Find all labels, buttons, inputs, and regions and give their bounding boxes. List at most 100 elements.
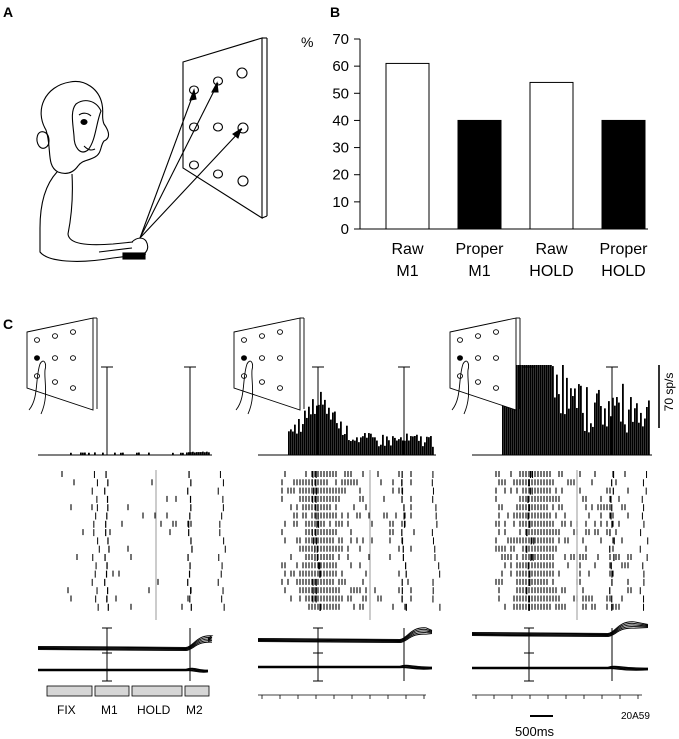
histogram-bin [338,428,340,455]
histogram-bin [508,396,510,455]
histogram-bin [554,397,556,455]
histogram-bin [576,407,578,455]
histogram-bin [312,399,314,455]
histogram-bin [102,452,104,455]
histogram-bin [568,408,570,455]
histogram-bin [636,403,638,455]
histogram-bin [290,429,292,455]
bar [457,119,502,230]
histogram-bin [382,434,384,455]
histogram-bin [616,397,618,455]
recording-columns [37,365,652,699]
histogram-bin [316,405,318,455]
spike-raster [281,471,441,611]
category-label-line2: HOLD [529,263,573,280]
histogram-bin [310,414,312,455]
histogram-bin [546,365,548,455]
trace [37,635,214,648]
histogram-bin [396,440,398,455]
histogram-bin [366,437,368,455]
y-tick-label: 40 [332,112,349,129]
histogram-bin [558,394,560,455]
recording-column [37,366,226,682]
epoch-box-fix [46,685,93,697]
histogram-bin [412,436,414,455]
histogram-bin [602,424,604,455]
y-tick-label: 50 [332,85,349,102]
histogram-bin [374,437,376,455]
time-scale-label: 500ms [515,724,555,739]
histogram-bin [538,365,540,455]
histogram-bin [632,421,634,455]
histogram-bin [378,446,380,455]
histogram-bin [372,437,374,455]
trace [37,638,213,650]
histogram-bin [520,365,522,455]
epoch-box-m1 [94,685,130,697]
trace [37,636,213,649]
histogram-bin [322,404,324,455]
histogram-bin [424,442,426,455]
histogram-bin [600,406,602,455]
histogram-bin [204,452,206,455]
histogram-bin [530,365,532,455]
histogram-bin [578,384,580,455]
histogram-bin [586,387,588,455]
histogram-bin [526,365,528,455]
histogram-bin [534,365,536,455]
histogram-bin [360,437,362,455]
histogram-bin [362,436,364,455]
y-tick-label: 60 [332,58,349,75]
trace [472,668,649,671]
histogram-bin [190,452,192,455]
histogram-bin [518,365,520,455]
spike-histogram [288,391,434,455]
histogram-bin [330,419,332,455]
figure-code: 20A59 [621,711,650,722]
histogram-bin [414,435,416,455]
histogram-bin [344,434,346,455]
histogram-bin [356,437,358,455]
histogram-bin [328,407,330,455]
histogram-bin [606,426,608,455]
histogram-bin [580,385,582,455]
histogram-bin [388,440,390,455]
histogram-bin [390,445,392,455]
time-axis [258,694,426,699]
histogram-bin [640,412,642,455]
histogram-bin [318,404,320,455]
histogram-bin [588,432,590,455]
epoch-box-hold [131,685,183,697]
histogram-bin [556,374,558,455]
histogram-bin [544,365,546,455]
histogram-bin [208,452,210,455]
histogram-bin [292,431,294,455]
histogram-bin [202,451,204,455]
category-label-line1: Proper [455,241,504,258]
histogram-bin [194,452,196,455]
histogram-bin [298,418,300,455]
histogram-bin [560,413,562,455]
epoch-boxes [46,685,210,697]
histogram-bin [186,452,188,455]
histogram-bin [584,430,586,455]
histogram-bin [570,388,572,455]
histogram-bin [114,452,116,455]
histogram-bin [512,371,514,455]
histogram-bin [630,397,632,455]
histogram-bin [172,452,174,455]
epoch-box-m2 [184,685,210,697]
panel-label-b: B [330,4,340,20]
histogram-bin [406,433,408,455]
panel-label-c: C [3,316,13,332]
position-traces [471,621,649,682]
histogram-bin [196,452,198,455]
histogram-bin [426,436,428,455]
histogram-bin [622,383,624,455]
histogram-bin [628,409,630,455]
trace [257,630,433,642]
trace [257,627,433,640]
recording-column [471,365,652,699]
trace [37,641,213,652]
histogram-bin [336,423,338,455]
